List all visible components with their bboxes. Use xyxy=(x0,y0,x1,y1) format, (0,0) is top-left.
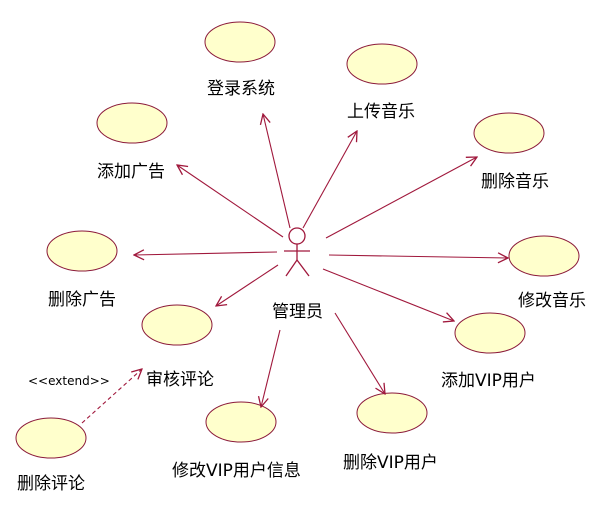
usecase-login-label: 登录系统 xyxy=(207,79,275,99)
usecase-delete-comment-label: 删除评论 xyxy=(17,474,85,494)
usecase-upload-music-ellipse xyxy=(346,43,418,85)
usecase-add-ad-label: 添加广告 xyxy=(97,162,165,182)
actor-admin xyxy=(284,227,310,277)
usecase-edit-vip-label: 修改VIP用户信息 xyxy=(172,461,301,481)
assoc-delete-music xyxy=(325,157,477,239)
usecase-delete-music-label: 删除音乐 xyxy=(481,172,549,192)
usecase-add-vip-label: 添加VIP用户 xyxy=(441,371,536,391)
extend-stereotype-label: <<extend>> xyxy=(28,374,110,388)
actor-right-leg xyxy=(296,259,310,277)
usecase-upload-music-label: 上传音乐 xyxy=(347,102,415,122)
usecase-edit-music-ellipse xyxy=(508,235,580,277)
assoc-edit-vip xyxy=(261,329,281,407)
usecase-delete-ad-label: 删除广告 xyxy=(48,290,116,310)
assoc-login xyxy=(263,114,291,229)
assoc-delete-vip xyxy=(334,312,385,394)
usecase-delete-vip-label: 删除VIP用户 xyxy=(343,453,438,473)
usecase-review-comment-label: 审核评论 xyxy=(146,370,214,390)
usecase-add-vip-ellipse xyxy=(454,312,526,354)
assoc-edit-music xyxy=(328,255,508,258)
usecase-login-ellipse xyxy=(204,21,276,63)
actor-left-leg xyxy=(285,259,298,277)
usecase-delete-vip-ellipse xyxy=(356,392,428,434)
usecase-delete-music-ellipse xyxy=(473,112,545,154)
assoc-add-vip xyxy=(322,268,454,321)
assoc-delete-ad xyxy=(134,252,278,255)
usecase-edit-music-label: 修改音乐 xyxy=(518,291,586,311)
usecase-review-comment-ellipse xyxy=(141,304,213,346)
usecase-delete-comment-ellipse xyxy=(15,417,87,459)
assoc-add-ad xyxy=(177,165,284,238)
actor-name: 管理员 xyxy=(272,302,323,322)
assoc-upload-music xyxy=(302,131,357,229)
assoc-review-comment xyxy=(216,264,279,306)
usecase-delete-ad-ellipse xyxy=(46,230,118,272)
usecase-add-ad-ellipse xyxy=(96,102,168,144)
usecase-edit-vip-ellipse xyxy=(205,401,277,443)
actor-head xyxy=(288,227,306,245)
